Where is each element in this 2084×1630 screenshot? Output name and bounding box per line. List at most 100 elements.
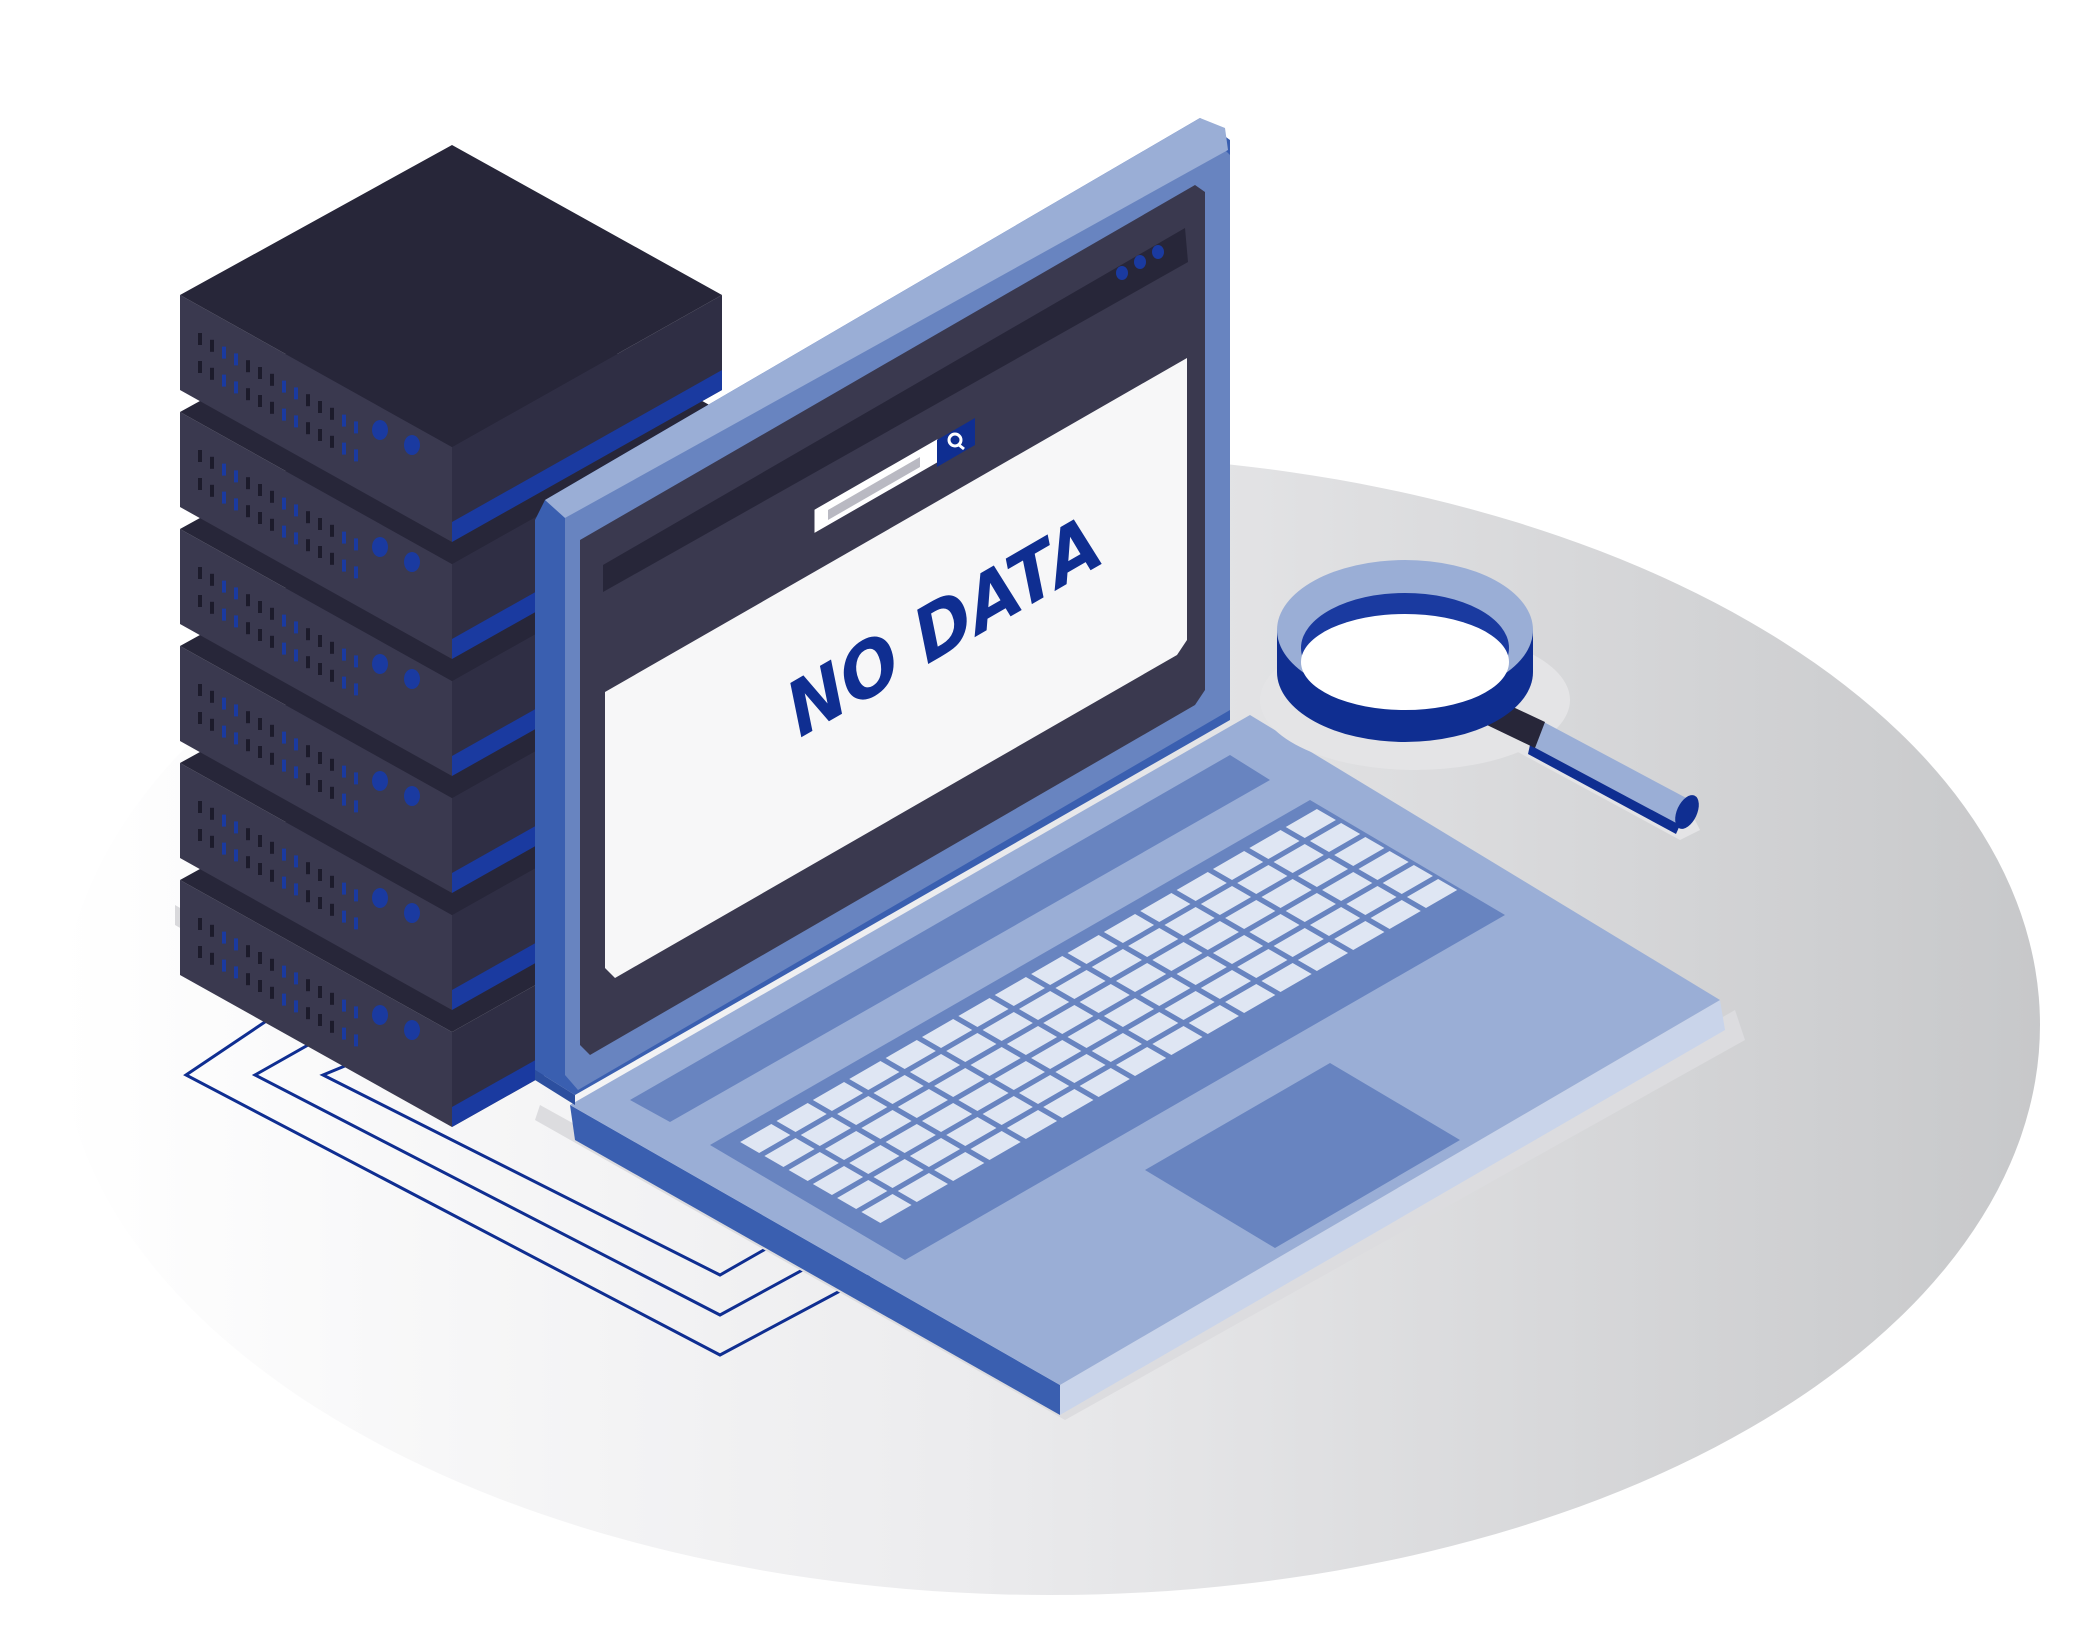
keyboard-key xyxy=(1334,921,1385,950)
keyboard-key xyxy=(885,1040,936,1069)
server-vent xyxy=(330,524,334,537)
server-vent xyxy=(258,512,262,524)
server-vent xyxy=(294,504,298,517)
server-vent xyxy=(282,848,286,861)
keyboard-key xyxy=(1152,942,1203,971)
keyboard-key xyxy=(970,1047,1021,1076)
server-vent xyxy=(270,518,274,531)
server-vent xyxy=(198,712,202,724)
server-vent xyxy=(222,697,226,710)
server-vent xyxy=(318,635,322,647)
server-vent xyxy=(330,407,334,420)
server-vent xyxy=(306,745,310,758)
screen-page xyxy=(605,358,1187,978)
server-vent xyxy=(258,601,262,613)
server-vent xyxy=(234,704,238,717)
keyboard-key xyxy=(1006,1110,1058,1139)
server-vent xyxy=(270,841,274,854)
magnifying-glass-icon xyxy=(1260,560,1700,840)
laptop-base-right-edge xyxy=(1060,1000,1725,1415)
server-vent xyxy=(354,1006,358,1019)
server-vent xyxy=(306,862,310,875)
server-vent xyxy=(246,828,250,841)
keyboard-key xyxy=(1309,823,1361,852)
server-vent xyxy=(354,655,358,668)
server-status-light xyxy=(404,786,420,806)
server-vent xyxy=(282,642,286,655)
server-vent xyxy=(282,731,286,744)
server-vent xyxy=(210,807,214,820)
server-vent xyxy=(330,552,334,565)
server-vent xyxy=(234,938,238,951)
server-vent xyxy=(258,484,262,496)
server-vent xyxy=(258,980,262,992)
server-vent xyxy=(222,608,226,621)
keyboard-key xyxy=(1018,991,1070,1020)
keyboard-key xyxy=(1043,1005,1094,1034)
keyboard-key xyxy=(1285,809,1336,838)
server-vent xyxy=(210,690,214,703)
server-vent xyxy=(234,470,238,483)
server-status-light xyxy=(404,435,420,455)
server-unit-front xyxy=(180,763,452,1010)
server-vent xyxy=(258,367,262,379)
server-vent xyxy=(246,945,250,958)
search-input-placeholder xyxy=(828,457,920,520)
server-vent xyxy=(318,429,322,441)
search-button xyxy=(937,418,975,467)
server-vent xyxy=(342,793,346,806)
server-status-light xyxy=(372,1005,388,1025)
server-vent xyxy=(282,876,286,889)
keyboard-key xyxy=(812,1082,864,1111)
keyboard-key xyxy=(873,1075,924,1104)
server-vent xyxy=(330,435,334,448)
server-vent xyxy=(210,573,214,586)
server-status-light xyxy=(372,420,388,440)
server-vent xyxy=(354,772,358,785)
server-vent xyxy=(246,388,250,401)
server-vent xyxy=(258,746,262,758)
keyboard-key xyxy=(1128,928,1179,957)
server-vent xyxy=(342,910,346,923)
server-vent xyxy=(270,635,274,648)
keyboard-key xyxy=(837,1180,888,1209)
keyboard-key xyxy=(776,1103,827,1132)
server-vent xyxy=(270,986,274,999)
keyboard-key xyxy=(946,1117,997,1146)
keyboard-key xyxy=(1103,914,1155,943)
server-vent xyxy=(318,518,322,530)
server-vent xyxy=(210,718,214,731)
server-vent xyxy=(246,739,250,752)
server-top-face xyxy=(180,145,722,447)
server-vent xyxy=(306,979,310,992)
keyboard-key xyxy=(1370,900,1421,929)
server-vent xyxy=(234,587,238,600)
server-vent xyxy=(354,449,358,462)
server-vent xyxy=(294,766,298,779)
server-status-light xyxy=(404,552,420,572)
server-vent xyxy=(198,684,202,696)
keyboard-key xyxy=(1188,921,1239,950)
keyboard-key xyxy=(1225,900,1276,929)
server-vent xyxy=(222,346,226,359)
keyboard-key xyxy=(1285,893,1336,922)
keyboard-key xyxy=(909,1054,961,1083)
keyboard-key xyxy=(1176,956,1227,985)
server-vent xyxy=(246,477,250,490)
keyboard-key xyxy=(1091,949,1142,978)
keyboard-key xyxy=(849,1061,900,1090)
keyboard-key xyxy=(1237,949,1288,978)
server-vent xyxy=(210,456,214,469)
keyboard-key xyxy=(1115,963,1167,992)
server-vent xyxy=(354,917,358,930)
keyboard-key xyxy=(1164,991,1215,1020)
keyboard-key xyxy=(958,998,1009,1027)
keyboard-key xyxy=(1382,865,1433,894)
server-vent xyxy=(342,648,346,661)
server-vent xyxy=(282,965,286,978)
server-vent xyxy=(342,999,346,1012)
server-vent xyxy=(342,531,346,544)
browser-toolbar xyxy=(603,228,1188,592)
keyboard-key xyxy=(1043,1089,1094,1118)
server-vent xyxy=(270,869,274,882)
